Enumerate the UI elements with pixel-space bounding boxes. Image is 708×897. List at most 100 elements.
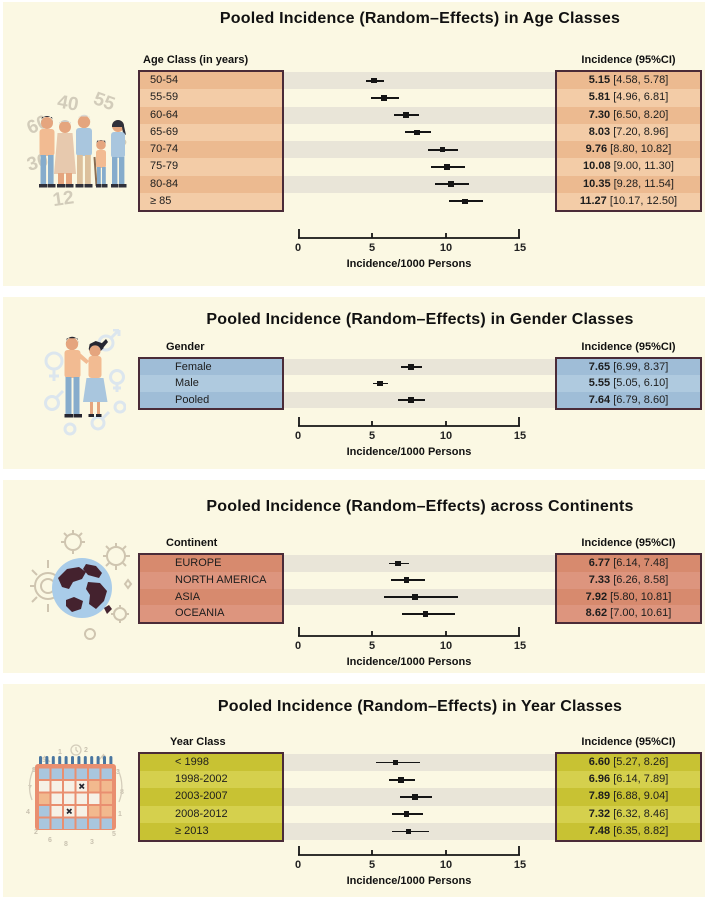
- value-cell: 7.48 [6.35, 8.82]: [557, 822, 700, 840]
- value-header: Incidence (95%CI): [581, 736, 676, 748]
- svg-text:8: 8: [64, 841, 68, 848]
- value-cell: 7.30 [6.50, 8.20]: [557, 106, 700, 124]
- axis-tick-label: 5: [368, 242, 376, 254]
- svg-text:5: 5: [112, 831, 116, 838]
- point-marker: [439, 146, 446, 153]
- panel-continents: Pooled Incidence (Random–Effects) across…: [3, 480, 705, 673]
- value-header: Incidence (95%CI): [581, 537, 676, 549]
- svg-text:12: 12: [51, 187, 75, 207]
- value-header: Incidence (95%CI): [581, 54, 676, 66]
- point-marker: [448, 181, 454, 187]
- point-estimate: 8.03: [588, 125, 611, 138]
- globe-compass-icon: [30, 530, 133, 640]
- axis-tick-label: 15: [513, 859, 527, 871]
- point-estimate: 7.89: [588, 790, 611, 803]
- point-marker: [444, 164, 450, 170]
- value-cell: 5.81 [4.96, 6.81]: [557, 89, 700, 107]
- svg-text:5: 5: [42, 757, 46, 764]
- axis-tick-label: 0: [294, 242, 302, 254]
- value-cell: 10.35 [9.28, 11.54]: [557, 175, 700, 193]
- point-marker: [403, 811, 410, 817]
- point-marker: [398, 777, 404, 783]
- category-label: 80-84: [140, 175, 282, 193]
- point-marker: [412, 794, 418, 800]
- value-cell: 6.60 [5.27, 8.26]: [557, 754, 700, 772]
- value-cell: 8.62 [7.00, 10.61]: [557, 605, 700, 623]
- category-label: OCEANIA: [140, 605, 282, 623]
- value-cell: 5.15 [4.58, 5.78]: [557, 72, 700, 90]
- axis-tick-label: 5: [368, 859, 376, 871]
- axis-tick-label: 0: [294, 640, 302, 652]
- svg-text:55: 55: [91, 88, 118, 115]
- axis-tick-label: 10: [439, 242, 453, 254]
- point-estimate: 7.30: [588, 108, 611, 121]
- point-marker: [414, 129, 420, 136]
- point-marker: [422, 611, 429, 617]
- point-estimate: 10.08: [583, 160, 611, 173]
- panel-year-classes: Pooled Incidence (Random–Effects) in Yea…: [3, 684, 705, 897]
- x-axis: [298, 846, 520, 856]
- axis-tick-label: 15: [513, 242, 527, 254]
- point-estimate: 7.33: [588, 573, 611, 586]
- svg-text:1: 1: [58, 749, 62, 756]
- value-cell: 6.77 [6.14, 7.48]: [557, 555, 700, 572]
- point-marker: [371, 77, 377, 84]
- category-label: 50-54: [140, 72, 282, 90]
- point-estimate: 7.48: [588, 824, 611, 837]
- category-label: 75-79: [140, 158, 282, 176]
- point-estimate: 6.60: [588, 756, 611, 768]
- value-cell: 7.32 [6.32, 8.46]: [557, 805, 700, 823]
- svg-text:2: 2: [34, 829, 38, 836]
- panel-gender-classes: Pooled Incidence (Random–Effects) in Gen…: [3, 297, 705, 469]
- axis-tick-label: 0: [294, 430, 302, 442]
- category-label: 2008-2012: [140, 805, 282, 823]
- point-marker: [403, 577, 410, 583]
- value-cell: 7.65 [6.99, 8.37]: [557, 359, 700, 376]
- point-marker: [377, 380, 383, 387]
- category-label: ASIA: [140, 588, 282, 606]
- point-estimate: 5.15: [588, 74, 611, 86]
- value-cell: 10.08 [9.00, 11.30]: [557, 158, 700, 176]
- value-cell: 7.64 [6.79, 8.60]: [557, 391, 700, 408]
- panel-title: Pooled Incidence (Random–Effects) across…: [206, 498, 634, 515]
- category-header: Age Class (in years): [143, 54, 249, 66]
- value-cell: 8.03 [7.20, 8.96]: [557, 123, 700, 141]
- value-cell: 11.27 [10.17, 12.50]: [557, 192, 700, 210]
- category-label: ≥ 2013: [140, 822, 282, 840]
- point-estimate: 11.27: [579, 194, 607, 207]
- family-group-icon: 60 40 55 30 8 12: [27, 88, 129, 207]
- point-marker: [403, 112, 409, 118]
- point-estimate: 6.77: [588, 557, 611, 569]
- axis-tick-label: 0: [294, 859, 302, 871]
- category-label: Female: [140, 359, 282, 376]
- point-estimate: 10.35: [583, 177, 611, 190]
- value-cell: 7.89 [6.88, 9.04]: [557, 788, 700, 806]
- category-label: < 1998: [140, 754, 282, 772]
- category-label: Male: [140, 375, 282, 392]
- point-marker: [462, 198, 468, 205]
- axis-tick-label: 5: [368, 640, 376, 652]
- value-cell: 6.96 [6.14, 7.89]: [557, 771, 700, 789]
- x-axis: [298, 627, 520, 637]
- value-cell: 5.55 [5.05, 6.10]: [557, 375, 700, 392]
- axis-label: Incidence/1000 Persons: [346, 656, 472, 668]
- value-box: 6.60 [5.27, 8.26]6.96 [6.14, 7.89]7.89 […: [555, 752, 702, 842]
- category-label: 1998-2002: [140, 771, 282, 789]
- category-label: 65-69: [140, 123, 282, 141]
- point-marker: [381, 95, 387, 101]
- svg-text:9: 9: [32, 767, 36, 774]
- panel-age-classes: Pooled Incidence (Random–Effects) in Age…: [3, 2, 705, 286]
- point-estimate: 6.96: [588, 773, 611, 786]
- point-marker: [408, 364, 414, 370]
- value-box: 5.15 [4.58, 5.78]5.81 [4.96, 6.81]7.30 […: [555, 70, 702, 212]
- gender-couple-icon: [44, 329, 126, 436]
- panel-title: Pooled Incidence (Random–Effects) in Age…: [219, 10, 621, 27]
- category-header: Gender: [166, 341, 205, 353]
- point-marker: [412, 594, 418, 600]
- point-estimate: 7.32: [588, 807, 611, 820]
- point-estimate: 5.81: [588, 91, 611, 104]
- point-estimate: 5.55: [588, 377, 611, 390]
